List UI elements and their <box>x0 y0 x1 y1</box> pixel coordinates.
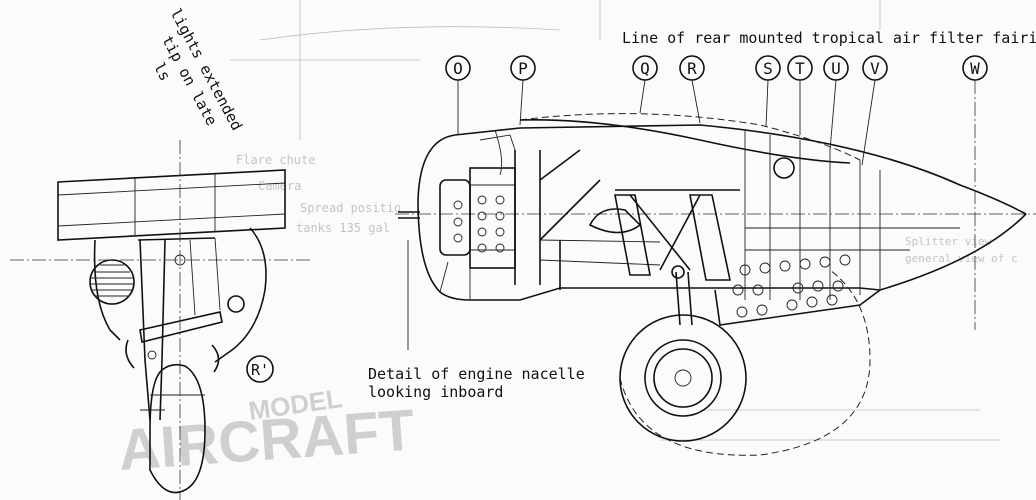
partial-note: lights extended tip on late ls <box>150 5 246 133</box>
nacelle-frames <box>614 130 960 300</box>
section-marker-label: R' <box>251 361 269 379</box>
intake-grille <box>91 264 133 297</box>
station-marker-p: P <box>510 55 536 81</box>
nacelle-detail-line-2: looking inboard <box>368 383 503 401</box>
station-marker-p-label: P <box>518 59 528 78</box>
station-marker-s: S <box>755 55 781 81</box>
nacelle-side-view <box>395 80 1036 456</box>
station-marker-v-label: V <box>870 59 880 78</box>
station-marker-u-label: U <box>831 59 841 78</box>
nacelle-detail-line-1: Detail of engine nacelle <box>368 365 585 383</box>
ghost-text-camera: Camera <box>258 179 301 193</box>
main-wheel-side-view <box>619 265 871 456</box>
station-marker-o: O <box>445 55 471 81</box>
engine-mount <box>539 149 661 290</box>
station-marker-w-label: W <box>970 59 980 78</box>
front-view-landing-gear <box>10 140 310 500</box>
station-marker-v: V <box>862 55 888 81</box>
station-marker-t-label: T <box>795 59 805 78</box>
faded-backdrop: Flare chute Camera Spread positio tanks … <box>116 0 1018 483</box>
station-marker-u: U <box>823 55 849 81</box>
ghost-text-spread-position: Spread positio <box>300 201 401 215</box>
station-markers: O P Q R S T U V <box>445 55 988 166</box>
station-marker-q-label: Q <box>640 59 650 78</box>
ghost-text-flare-chute: Flare chute <box>236 153 315 167</box>
section-marker: R' <box>246 355 274 383</box>
radial-engine <box>439 129 541 300</box>
ghost-text-tanks: tanks 135 gal <box>296 221 390 235</box>
lightening-holes <box>732 254 851 318</box>
nacelle-detail-caption: Detail of engine nacelle looking inboard <box>368 365 585 401</box>
station-marker-t: T <box>787 55 813 81</box>
station-marker-r: R <box>679 55 705 81</box>
station-marker-o-label: O <box>453 59 463 78</box>
station-marker-w: W <box>962 55 988 81</box>
fairing-line-label: Line of rear mounted tropical air filter… <box>622 29 1036 47</box>
ghost-text-splitter-view: Splitter view <box>905 235 991 248</box>
station-marker-s-label: S <box>763 59 773 78</box>
station-marker-q: Q <box>632 55 658 81</box>
station-marker-r-label: R <box>687 59 697 78</box>
